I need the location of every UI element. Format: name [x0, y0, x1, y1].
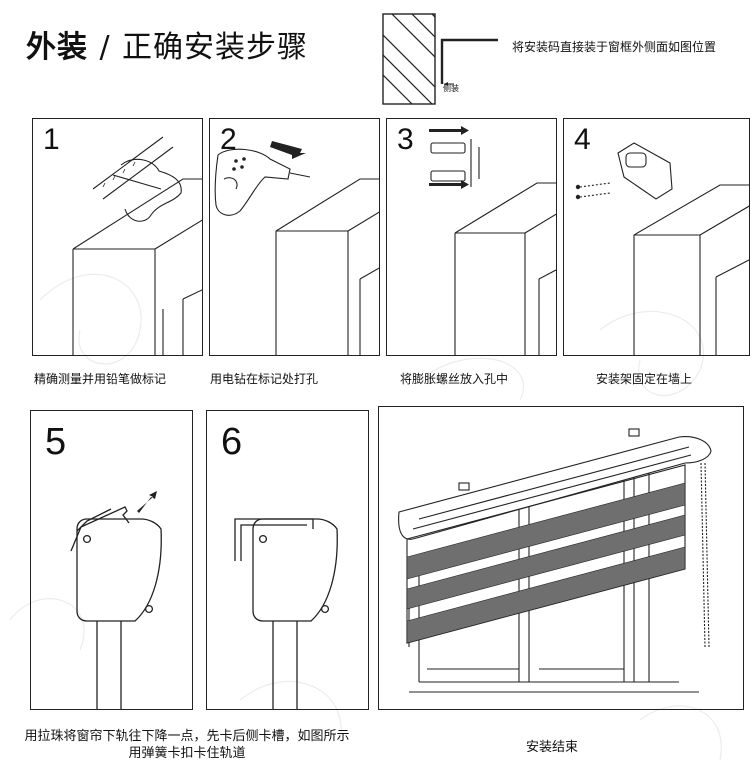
step-5-illustration	[70, 491, 162, 709]
step-3-illustration	[429, 126, 556, 355]
step-4-caption: 安装架固定在墙上	[596, 372, 693, 386]
step-4-number: 4	[574, 123, 591, 156]
final-panel	[378, 406, 744, 710]
page-title: 外装 / 正确安装步骤	[26, 22, 308, 66]
step-4-illustration	[575, 142, 749, 355]
step-2-number: 2	[220, 123, 237, 156]
header-note: 将安装码直接装于窗框外侧面如图位置	[512, 40, 717, 54]
step-1-illustration	[72, 136, 202, 355]
step-3-caption: 将膨胀螺丝放入孔中	[400, 372, 509, 386]
step-2-caption: 用电钻在标记处打孔	[210, 372, 319, 386]
title-sub: 正确安装步骤	[122, 30, 309, 65]
side-label: 侧装	[443, 84, 459, 93]
step-1-caption: 精确测量并用铅笔做标记	[34, 372, 167, 386]
step-3-number: 3	[397, 123, 414, 156]
side-mount-diagram	[382, 13, 498, 105]
step-2-illustration	[214, 141, 379, 355]
step-5-panel: 5	[30, 410, 193, 710]
title-separator: /	[99, 30, 111, 65]
step-6-number: 6	[221, 421, 243, 463]
title-main: 外装	[26, 30, 88, 65]
step-3-panel: 3	[386, 118, 557, 356]
step-6-illustration	[234, 518, 338, 709]
installed-blind-illustration	[398, 428, 712, 693]
step-1-panel: 1	[32, 118, 203, 356]
step-4-panel: 4	[563, 118, 750, 356]
step-1-number: 1	[43, 123, 60, 156]
step-2-panel: 2	[209, 118, 380, 356]
step-6-panel: 6	[206, 410, 369, 710]
final-caption: 安装结束	[526, 740, 579, 755]
step-5-caption: 用拉珠将窗帘下轨往下降一点，先卡后侧卡槽，如图所示用弹簧卡扣卡住轨道	[24, 729, 350, 761]
step-5-number: 5	[45, 421, 67, 463]
